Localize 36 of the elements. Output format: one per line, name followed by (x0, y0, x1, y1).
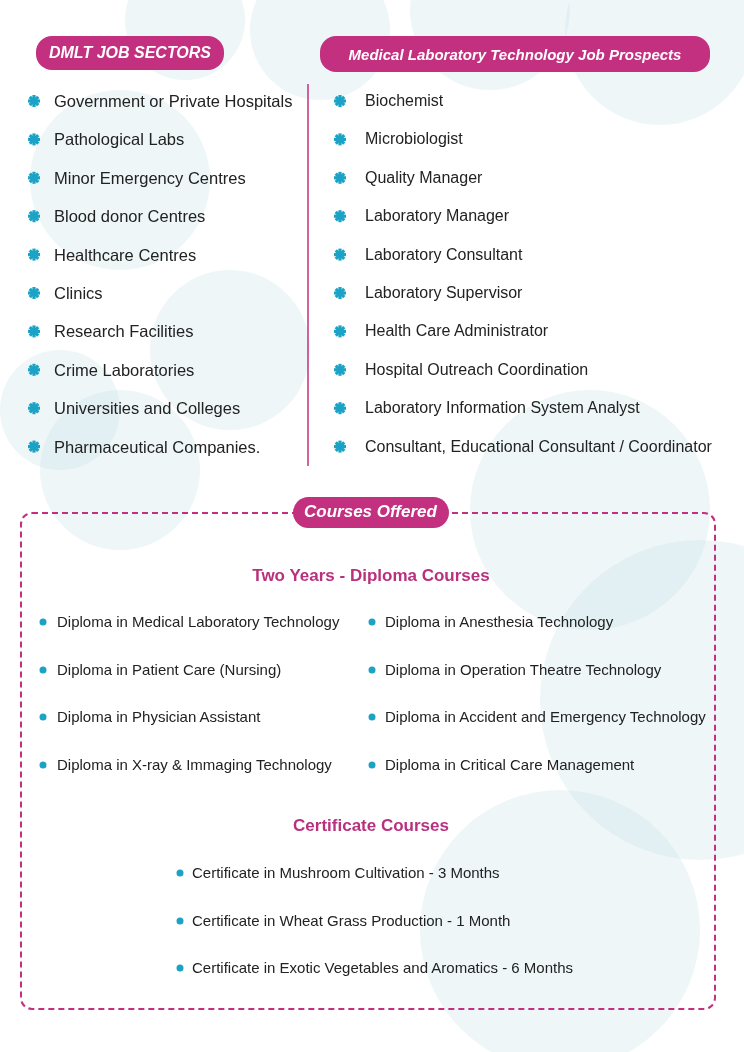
course-item: Diploma in Medical Laboratory Technology (57, 612, 340, 632)
course-item: Diploma in Accident and Emergency Technology (385, 707, 706, 727)
list-item: Hospital Outreach Coordination (365, 359, 589, 380)
list-item: Laboratory Consultant (365, 244, 523, 265)
course-item: Certificate in Mushroom Cultivation - 3 Months (192, 863, 500, 883)
course-item: Diploma in Anesthesia Technology (385, 612, 614, 632)
list-item: Consultant, Educational Consultant / Coordinator (365, 436, 712, 457)
list-item: Laboratory Supervisor (365, 283, 523, 303)
list-item: Government or Private Hospitals (54, 91, 293, 111)
subheading: Certificate Courses (293, 816, 449, 836)
list-item: Crime Laboratories (54, 359, 195, 380)
list-item: Quality Manager (365, 167, 483, 188)
list-item: Pathological Labs (54, 129, 185, 150)
course-item: Certificate in Wheat Grass Production - 1 Month (192, 911, 511, 931)
course-item: Diploma in Physician Assistant (57, 707, 261, 727)
subheading: Two Years - Diploma Courses (252, 566, 490, 586)
list-item: Biochemist (365, 91, 444, 111)
list-item: Minor Emergency Centres (54, 167, 246, 188)
course-item: Diploma in X-ray & Immaging Technology (57, 755, 332, 775)
course-item: Diploma in Operation Theatre Technology (385, 660, 662, 680)
section-heading: Courses Offered (292, 496, 449, 528)
section-heading: DMLT JOB SECTORS (36, 36, 224, 70)
list-item: Health Care Administrator (365, 321, 549, 342)
list-item: Pharmaceutical Companies. (54, 436, 261, 457)
list-item: Laboratory Manager (365, 206, 510, 227)
course-item: Diploma in Patient Care (Nursing) (57, 660, 282, 680)
list-item: Laboratory Information System Analyst (365, 398, 640, 419)
list-item: Research Facilities (54, 321, 194, 342)
list-item: Clinics (54, 283, 103, 303)
course-item: Diploma in Critical Care Management (385, 755, 635, 775)
course-item: Certificate in Exotic Vegetables and Aromatics - 6 Months (192, 958, 574, 978)
section-heading: Medical Laboratory Technology Job Prospects (320, 36, 710, 72)
list-item: Microbiologist (365, 129, 463, 150)
list-item: Universities and Colleges (54, 398, 241, 419)
list-item: Healthcare Centres (54, 244, 197, 265)
list-item: Blood donor Centres (54, 206, 206, 227)
